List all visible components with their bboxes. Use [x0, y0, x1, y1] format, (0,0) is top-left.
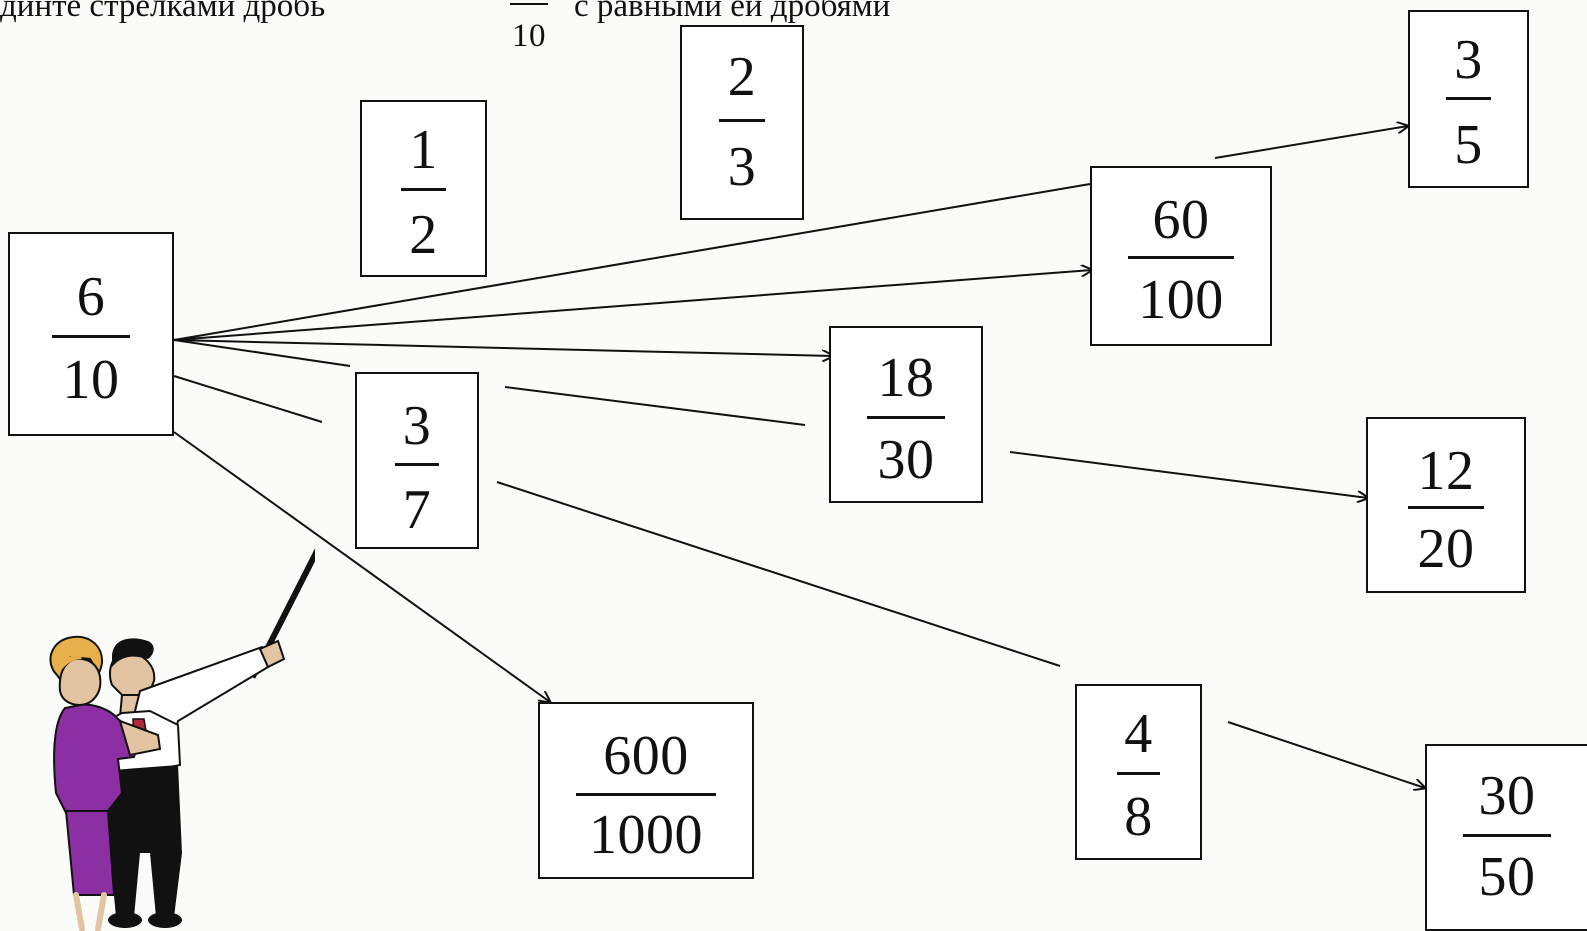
fraction-box-12-20: 12 20: [1366, 417, 1526, 593]
denominator: 3: [727, 136, 757, 198]
fraction: 600 1000: [540, 704, 752, 877]
fraction-box-30-50: 30 50: [1425, 744, 1587, 931]
fraction: 60 100: [1092, 168, 1270, 344]
fraction: 18 30: [831, 328, 981, 501]
fraction-box-4-8: 4 8: [1075, 684, 1202, 860]
fraction: 2 3: [682, 27, 802, 218]
task-text-right: с равными ей дробями: [574, 0, 891, 24]
header-fraction: 10: [504, 0, 554, 54]
denominator: 1000: [589, 804, 703, 866]
fraction-bar: [1446, 97, 1491, 100]
denominator: 10: [62, 349, 120, 411]
task-header: динте стрелками дробь 10 с равными ей др…: [0, 0, 1070, 54]
fraction-bar: [719, 119, 765, 122]
numerator: 1: [409, 119, 438, 181]
woman-figure: [49, 635, 162, 931]
denominator: 7: [402, 479, 432, 541]
task-text-left: динте стрелками дробь: [0, 0, 326, 24]
fraction-bar: [867, 416, 945, 419]
line-3-7-to-18-30: [504, 386, 806, 426]
fraction: 3 5: [1410, 12, 1527, 186]
numerator: 600: [603, 725, 689, 787]
fraction-box-1-2: 1 2: [360, 100, 487, 277]
fraction: 4 8: [1077, 686, 1200, 858]
numerator: 6: [76, 266, 106, 328]
man-figure: [96, 638, 286, 928]
fraction-bar: [395, 463, 439, 466]
fraction: 1 2: [362, 102, 485, 275]
numerator: 2: [727, 46, 757, 108]
line-to-3-7-top: [173, 339, 351, 367]
fraction-box-18-30: 18 30: [829, 326, 983, 503]
arrow-to-18-30: [173, 339, 833, 356]
numerator: 30: [1478, 765, 1536, 827]
fraction-box-3-5: 3 5: [1408, 10, 1529, 188]
arrow-to-600-1000: [173, 431, 550, 702]
fraction-box-60-100: 60 100: [1090, 166, 1272, 346]
numerator: 3: [402, 395, 432, 457]
arrow-60-100-to-3-5: [1214, 126, 1408, 159]
numerator: 18: [877, 347, 935, 409]
fraction-box-2-3: 2 3: [680, 25, 804, 220]
numerator: 12: [1417, 440, 1475, 502]
fraction-bar: [401, 188, 446, 191]
denominator: 100: [1138, 269, 1224, 331]
denominator: 2: [409, 204, 438, 266]
fraction-box-6-10: 6 10: [8, 232, 174, 436]
denominator: 20: [1417, 518, 1475, 580]
fraction-box-600-1000: 600 1000: [538, 702, 754, 879]
header-fraction-bar: [510, 3, 548, 5]
header-fraction-denominator: 10: [512, 18, 546, 54]
fraction-bar: [576, 793, 716, 796]
line-3-7-to-4-8: [496, 481, 1061, 667]
fraction-box-3-7: 3 7: [355, 372, 479, 549]
teacher-students-illustration: [49, 548, 315, 931]
line-to-3-7-side: [173, 375, 323, 423]
arrow-18-30-to-12-20: [1009, 451, 1368, 498]
numerator: 3: [1454, 29, 1483, 91]
denominator: 50: [1478, 846, 1536, 908]
numerator: 4: [1124, 703, 1153, 765]
fraction: 30 50: [1427, 746, 1587, 929]
fraction-bar: [1128, 256, 1234, 259]
fraction: 3 7: [357, 374, 477, 547]
denominator: 30: [877, 429, 935, 491]
arrow-to-60-100: [173, 270, 1092, 341]
fraction-bar: [52, 335, 130, 338]
denominator: 8: [1124, 786, 1153, 848]
arrow-4-8-to-30-50: [1227, 721, 1425, 788]
fraction: 6 10: [10, 234, 172, 434]
line-to-60-100-top: [173, 183, 1091, 341]
numerator: 60: [1152, 189, 1210, 251]
fraction-bar: [1408, 506, 1484, 509]
fraction-bar: [1463, 834, 1551, 837]
fraction-bar: [1117, 772, 1160, 775]
fraction: 12 20: [1368, 419, 1524, 591]
denominator: 5: [1454, 114, 1483, 176]
